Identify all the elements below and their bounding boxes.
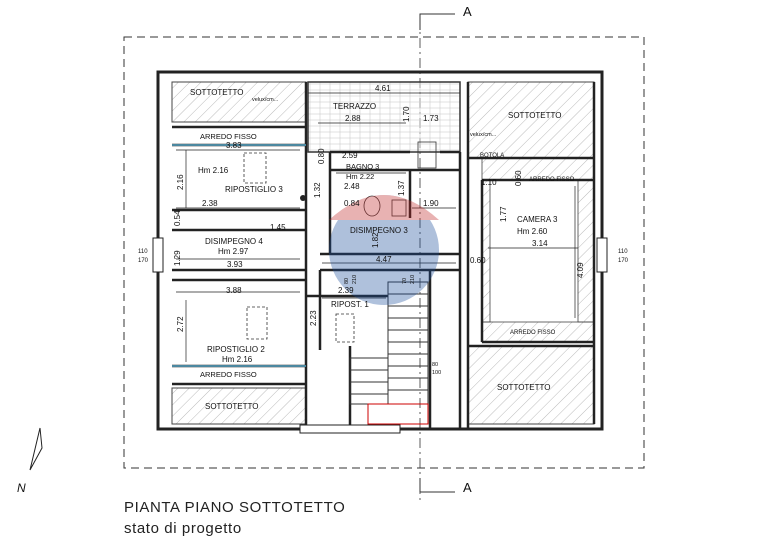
watermark-logo: [329, 195, 439, 305]
dim-080: 0.80: [317, 148, 326, 164]
dim-272: 2.72: [176, 316, 185, 332]
dim-314: 3.14: [532, 239, 548, 248]
label-ripostiglio3: RIPOSTIGLIO 3: [225, 185, 283, 194]
dim-239: 2.39: [338, 286, 354, 295]
door-label-c: 70: [402, 278, 408, 284]
dim-060: 0.60: [514, 170, 523, 186]
label-velux-right: velux/cm...: [470, 132, 497, 138]
door-label-d: 210: [410, 275, 416, 284]
plan-title: PIANTA PIANO SOTTOTETTO: [124, 499, 346, 516]
plan-subtitle: stato di progetto: [124, 520, 242, 537]
label-arredo-fisso-right-top: ARREDO FISSO: [529, 177, 575, 183]
dim-461: 4.61: [375, 84, 391, 93]
window-bottom: [299, 424, 401, 434]
label-sottotetto-br: SOTTOTETTO: [497, 383, 550, 392]
label-disimpegno3: DISIMPEGNO 3: [350, 226, 408, 235]
dim-216: 2.16: [176, 174, 185, 190]
label-camera3-hm: Hm 2.60: [517, 227, 548, 236]
label-disimpegno4: DISIMPEGNO 4: [205, 237, 263, 246]
outer-boundary: [123, 36, 645, 469]
skylights: [243, 152, 355, 343]
dim-137: 1.37: [397, 180, 406, 196]
door-label-a: 80: [344, 278, 350, 284]
dim-259: 2.59: [342, 151, 358, 160]
section-label-top: A: [463, 4, 472, 19]
label-ripostiglio3-hm: Hm 2.16: [198, 166, 229, 175]
label-sottotetto-bl: SOTTOTETTO: [205, 402, 258, 411]
dim-182: 1.82: [371, 232, 380, 248]
label-sottotetto-tl: SOTTOTETTO: [190, 88, 243, 97]
label-velux-left: velux/cm...: [252, 97, 279, 103]
dim-177: 1.77: [499, 206, 508, 222]
dim-238: 2.38: [202, 199, 218, 208]
dim-060b: 0.60: [470, 256, 486, 265]
sottotetto-top-right-area: [467, 81, 595, 159]
label-ripostiglio2: RIPOSTIGLIO 2: [207, 345, 265, 354]
dim-173: 1.73: [423, 114, 439, 123]
chimney-dot: [300, 195, 306, 201]
label-bagno3: BAGNO 3: [346, 162, 379, 171]
section-label-bottom: A: [463, 480, 472, 495]
label-ripost1: RIPOST. 1: [331, 300, 369, 309]
dim-447: 4.47: [376, 255, 392, 264]
dim-388: 3.88: [226, 286, 242, 295]
dim-288: 2.88: [345, 114, 361, 123]
dim-129: 1.29: [173, 250, 182, 266]
dim-248: 2.48: [344, 182, 360, 191]
dim-132: 1.32: [313, 182, 322, 198]
accent-lines: [172, 144, 306, 367]
stair-label-b: 100: [432, 370, 441, 376]
side-right-bot: 170: [618, 258, 629, 264]
label-arredo-fisso-top: ARREDO FISSO: [200, 132, 257, 141]
bagno-fixtures: [363, 141, 437, 217]
dim-110: 1.10: [481, 178, 497, 187]
door-label-b: 210: [352, 275, 358, 284]
stair-label-a: 80: [432, 362, 438, 368]
side-left-bot: 170: [138, 258, 149, 264]
sottotetto-top-left-area: [171, 81, 307, 123]
sottotetto-bottom-left-area: [171, 387, 307, 425]
side-right-top: 110: [618, 249, 628, 255]
window-left: [152, 237, 164, 273]
dim-223: 2.23: [309, 310, 318, 326]
dim-409: 4.09: [576, 262, 585, 278]
label-disimpegno4-hm: Hm 2.97: [218, 247, 249, 256]
dim-393: 3.93: [227, 260, 243, 269]
label-arredo-fisso-right-bottom: ARREDO FISSO: [510, 330, 556, 336]
side-left-top: 110: [138, 249, 148, 255]
dim-383: 3.83: [226, 141, 242, 150]
north-arrow-icon: [29, 427, 43, 471]
dim-145: 1.45: [270, 223, 286, 232]
dim-170: 1.70: [402, 106, 411, 122]
staircase: [349, 281, 429, 425]
label-ripostiglio2-hm: Hm 2.16: [222, 355, 253, 364]
camera3-hatch-right: [577, 179, 595, 323]
label-terrazzo: TERRAZZO: [333, 102, 376, 111]
window-right: [596, 237, 608, 273]
label-arredo-fisso-bottom: ARREDO FISSO: [200, 370, 257, 379]
label-camera3: CAMERA 3: [517, 215, 558, 224]
dim-084: 0.84: [344, 199, 360, 208]
dimension-lines: [176, 92, 578, 362]
label-botola: BOTOLA: [480, 153, 504, 159]
dim-190: 1.90: [423, 199, 439, 208]
label-sottotetto-tr: SOTTOTETTO: [508, 111, 561, 120]
dim-054: 0.54: [173, 210, 182, 226]
north-label: N: [17, 481, 26, 495]
label-bagno3-hm: Hm 2.22: [346, 172, 374, 181]
